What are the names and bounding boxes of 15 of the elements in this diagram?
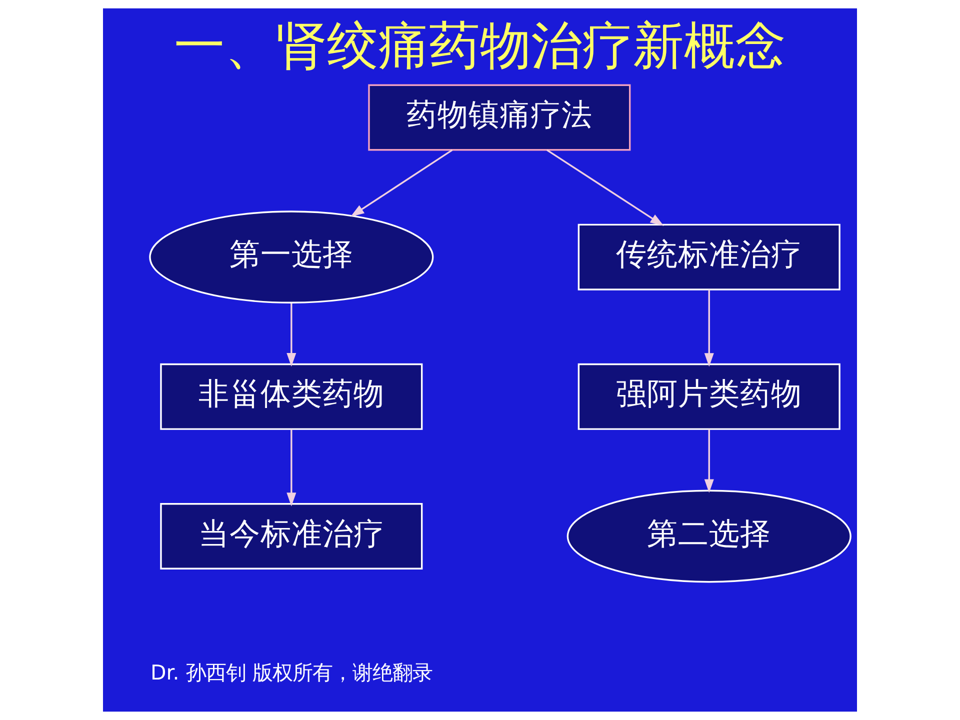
arrow — [546, 149, 664, 226]
node-box: 药物镇痛疗法 — [368, 84, 631, 151]
node-box: 传统标准治疗 — [578, 224, 840, 290]
node-ellipse: 第二选择 — [566, 490, 852, 583]
arrow — [286, 303, 296, 367]
node-ellipse: 第一选择 — [149, 210, 434, 304]
arrow — [350, 149, 453, 217]
diagram-title: 一、肾绞痛药物治疗新概念 — [174, 16, 786, 76]
node-box: 强阿片类药物 — [578, 363, 840, 430]
arrow — [704, 290, 714, 367]
node-box: 当今标准治疗 — [160, 503, 423, 570]
arrow — [704, 429, 714, 493]
node-box: 非甾体类药物 — [160, 363, 423, 430]
label: Dr. 孙西钊 版权所有，谢绝翻录 — [150, 660, 432, 684]
arrow — [286, 429, 296, 506]
